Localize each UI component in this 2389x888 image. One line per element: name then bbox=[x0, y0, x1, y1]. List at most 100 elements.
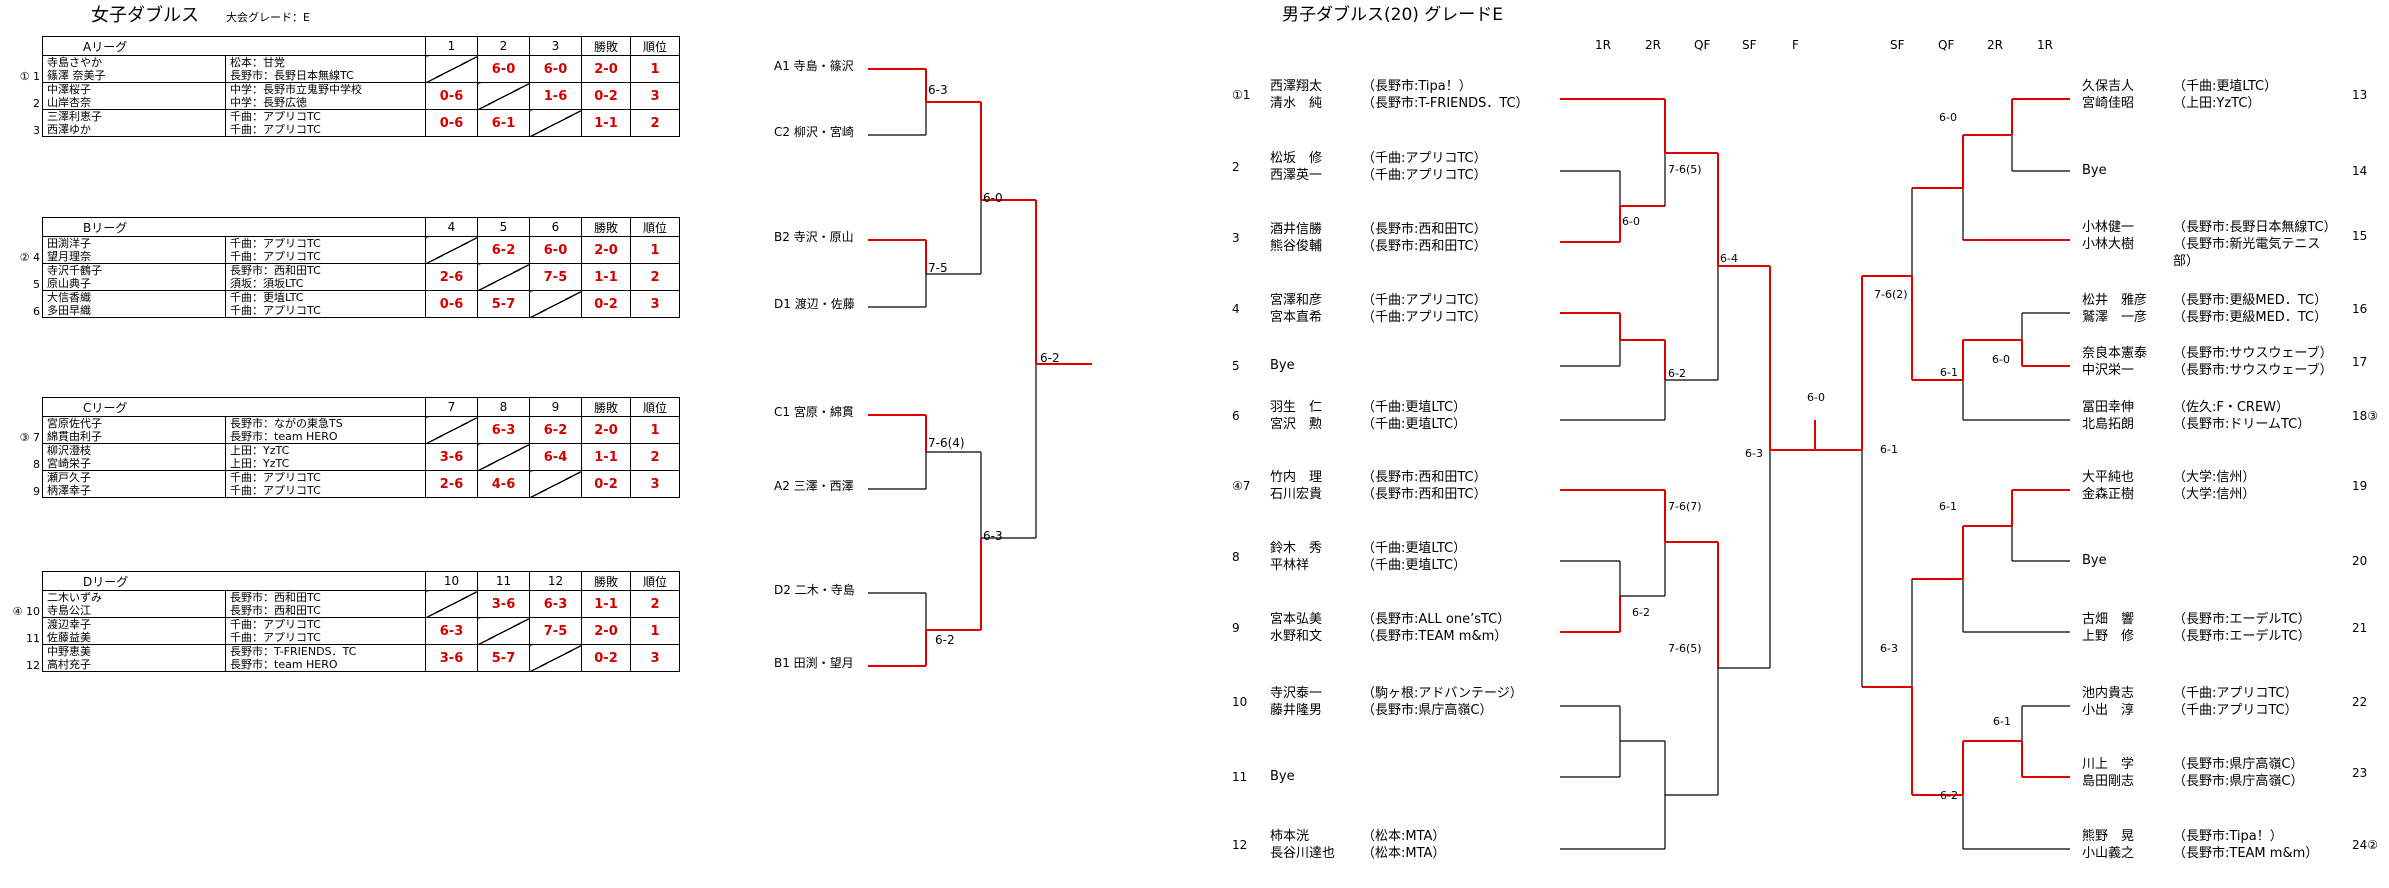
player-club: 上田：YzTC bbox=[230, 444, 290, 457]
player-name: 小山義之 bbox=[2082, 846, 2135, 861]
match-score: 6-0 bbox=[477, 55, 530, 83]
player-club: （長野市:TEAM m&m） bbox=[2173, 846, 2319, 861]
rank: 1 bbox=[630, 55, 680, 83]
final-entry: B1 田渕・望月 bbox=[774, 656, 854, 670]
draw-number: 15 bbox=[2352, 229, 2368, 243]
draw-number: 18③ bbox=[2352, 409, 2379, 423]
draw-number: 20 bbox=[2352, 554, 2368, 568]
player-name: 古畑 響 bbox=[2082, 612, 2135, 627]
player-name: 宮本直希 bbox=[1270, 310, 1323, 325]
player-name: 望月理奈 bbox=[47, 250, 91, 263]
round-label: QF bbox=[1938, 38, 1955, 52]
win-loss: 0-2 bbox=[581, 470, 631, 498]
pair-names: 渡辺幸子佐藤益美 bbox=[42, 617, 226, 645]
round-label: 1R bbox=[2037, 38, 2053, 52]
player-club: （長野市:ドリームTC） bbox=[2173, 417, 2311, 432]
pair-names: 中野恵美高村充子 bbox=[42, 644, 226, 672]
player-club: 部） bbox=[2173, 254, 2200, 269]
final-entry: C1 宮原・綿貫 bbox=[774, 405, 854, 419]
draw-number: 24② bbox=[2352, 838, 2379, 852]
player-club: 千曲：アプリコTC bbox=[230, 110, 321, 123]
seed-number: 5 bbox=[33, 277, 40, 291]
player-club: （長野市:エーデルTC） bbox=[2173, 629, 2311, 644]
round-label: QF bbox=[1694, 38, 1711, 52]
player-name: 藤井隆男 bbox=[1270, 703, 1323, 718]
player-name: 島田剛志 bbox=[2082, 774, 2135, 789]
match-score: 6-2 bbox=[1940, 789, 1958, 802]
match-score: 6-2 bbox=[1632, 606, 1650, 619]
match-score bbox=[529, 290, 582, 318]
match-score: 7-5 bbox=[928, 261, 948, 275]
player-name: 西澤ゆか bbox=[47, 123, 91, 136]
match-score bbox=[425, 236, 478, 264]
final-entry: B2 寺沢・原山 bbox=[774, 230, 854, 244]
player-name: 高村充子 bbox=[47, 658, 91, 671]
player-name: 渡辺幸子 bbox=[47, 618, 91, 631]
match-score: 7-6(7) bbox=[1668, 500, 1702, 513]
round-label: SF bbox=[1742, 38, 1757, 52]
player-club: （長野市:新光電気テニス bbox=[2173, 237, 2321, 252]
draw-number: 19 bbox=[2352, 479, 2368, 493]
player-name: 山岸杏奈 bbox=[47, 96, 91, 109]
match-score: 7-6(5) bbox=[1668, 642, 1702, 655]
player-name: Bye bbox=[1270, 358, 1295, 373]
seed-number: ② 4 bbox=[19, 250, 40, 264]
match-score bbox=[529, 470, 582, 498]
player-name: 宮崎佳昭 bbox=[2082, 96, 2135, 111]
player-club: 長野市：ながの東急TS bbox=[230, 417, 343, 430]
player-club: （千曲:更埴LTC） bbox=[1362, 417, 1467, 432]
seed-number: ① 1 bbox=[19, 69, 40, 83]
match-score: 6-0 bbox=[1622, 215, 1640, 228]
player-name: 長谷川達也 bbox=[1270, 846, 1336, 861]
player-club: 松本：甘党 bbox=[230, 56, 285, 69]
final-entry: C2 柳沢・宮崎 bbox=[774, 125, 854, 139]
seed-number: 3 bbox=[33, 123, 40, 137]
player-club: 千曲：アプリコTC bbox=[230, 250, 321, 263]
draw-number: 23 bbox=[2352, 766, 2368, 780]
player-name: 熊野 晃 bbox=[2082, 829, 2135, 844]
player-name: 宮原佐代子 bbox=[47, 417, 102, 430]
draw-number: 4 bbox=[1232, 302, 1240, 316]
win-loss: 0-2 bbox=[581, 644, 631, 672]
player-name: 柿本洸 bbox=[1270, 829, 1310, 844]
player-name: 柄澤幸子 bbox=[47, 484, 91, 497]
pair-names: 三澤利恵子西澤ゆか bbox=[42, 109, 226, 137]
mens-title: 男子ダブルス(20) グレードE bbox=[1282, 5, 1504, 25]
player-name: 小林大樹 bbox=[2082, 237, 2135, 252]
player-club: （長野市:西和田TC） bbox=[1362, 239, 1487, 254]
player-club: （千曲:アプリコTC） bbox=[1362, 310, 1487, 325]
player-name: 羽生 仁 bbox=[1270, 400, 1323, 415]
player-name: 三澤利恵子 bbox=[47, 110, 102, 123]
player-name: 大信香織 bbox=[47, 291, 91, 304]
player-club: （長野市:サウスウェーブ） bbox=[2173, 363, 2333, 378]
seed-number: ④ 10 bbox=[12, 604, 40, 618]
player-name: 清水 純 bbox=[1270, 96, 1323, 111]
seed-number: ③ 7 bbox=[19, 430, 40, 444]
player-club: 長野市：西和田TC bbox=[230, 604, 321, 617]
match-score: 7-6(2) bbox=[1874, 288, 1908, 301]
player-club: （長野市:ALL one’sTC） bbox=[1362, 612, 1511, 627]
player-name: 熊谷俊輔 bbox=[1270, 239, 1323, 254]
player-club: （長野市:T-FRIENDS．TC） bbox=[1362, 96, 1529, 111]
player-club: （千曲:アプリコTC） bbox=[1362, 168, 1487, 183]
match-score bbox=[477, 263, 530, 291]
player-name: 中沢栄一 bbox=[2082, 363, 2135, 378]
seed-number: 6 bbox=[33, 304, 40, 318]
player-name: 松坂 修 bbox=[1270, 151, 1323, 166]
player-name: 西澤翔太 bbox=[1270, 79, 1323, 94]
match-score: 6-3 bbox=[425, 617, 478, 645]
rank: 3 bbox=[630, 82, 680, 110]
player-name: 寺島さやか bbox=[47, 56, 102, 69]
match-score: 6-0 bbox=[1992, 353, 2010, 366]
rank: 3 bbox=[630, 470, 680, 498]
round-label: F bbox=[1792, 38, 1799, 52]
